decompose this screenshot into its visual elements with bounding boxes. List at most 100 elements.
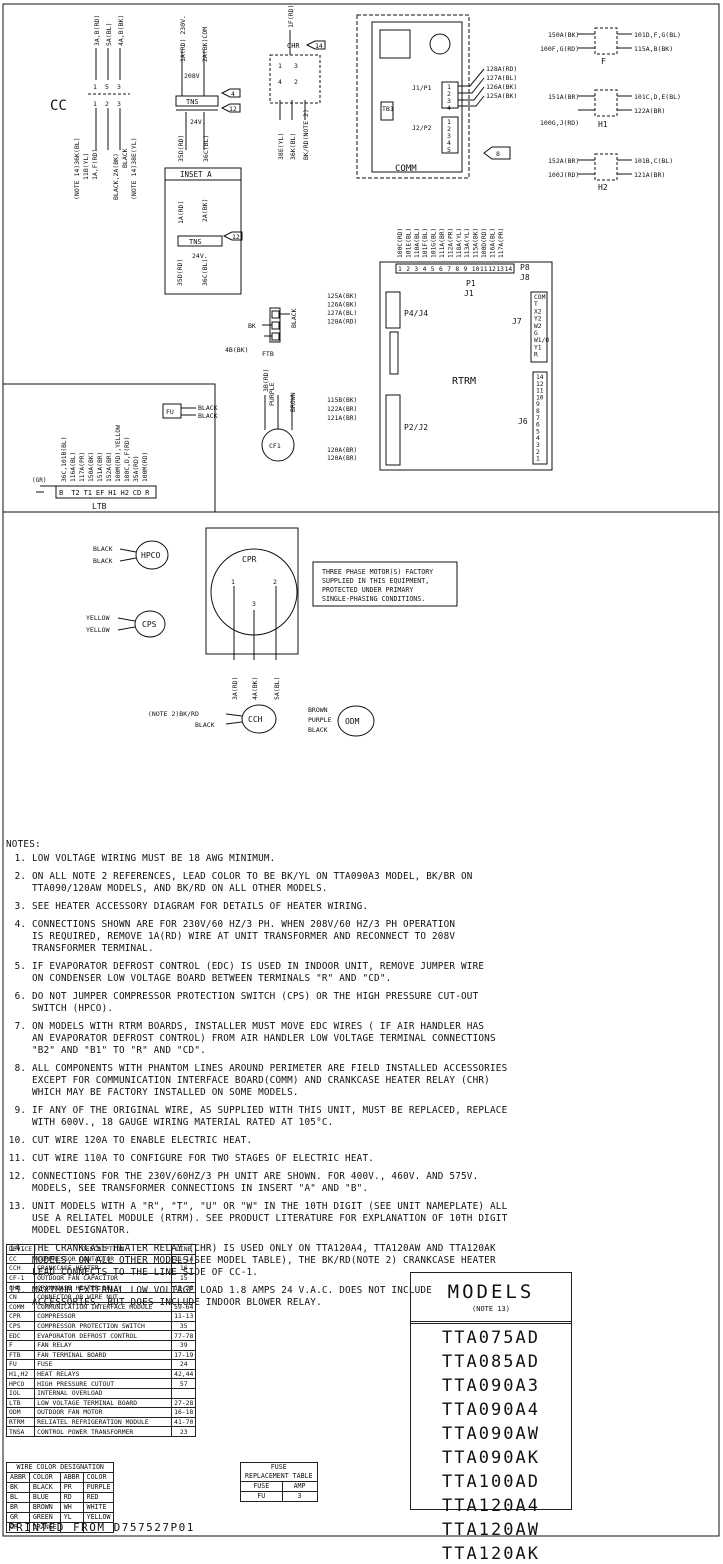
printed-from-footer: PRINTED FROM D757527P01 [8, 1521, 195, 1534]
svg-text:BLACK: BLACK [290, 308, 298, 328]
svg-text:115A,B(BK): 115A,B(BK) [634, 45, 673, 53]
models-title: MODELS [447, 1281, 535, 1303]
svg-text:100G,J(RD): 100G,J(RD) [540, 119, 579, 127]
cc-label: CC [50, 98, 67, 114]
svg-text:J8: J8 [520, 273, 530, 282]
device-table-cell: 16 [171, 1263, 197, 1274]
device-table-cell: 19-20 [171, 1282, 197, 1293]
device-table-cell: COMM [5, 1301, 36, 1313]
svg-text:H1: H1 [598, 120, 608, 129]
rtrm-j7-pin: Y2 [534, 316, 542, 323]
note-item: SEE HEATER ACCESSORY DIAGRAM FOR DETAILS… [32, 901, 714, 913]
svg-text:J7: J7 [512, 317, 522, 326]
rtrm-p2-wire: 120A(BR) [327, 455, 357, 462]
svg-text:2: 2 [447, 90, 451, 98]
ltb-wires: 36C,101B(BL)116A(BL)117A(PR)150A(BK)151A… [61, 425, 149, 482]
svg-text:125A(BK): 125A(BK) [486, 92, 517, 100]
rtrm-j6-pin: 14 [536, 374, 544, 381]
rtrm-top-pin: 4 [423, 266, 427, 273]
svg-text:4B(BK): 4B(BK) [225, 346, 248, 354]
svg-text:HPCO: HPCO [141, 551, 160, 560]
ltb-terminal: R [145, 489, 150, 497]
svg-text:151A(BR): 151A(BR) [548, 93, 579, 101]
rtrm-j6-pin: 12 [536, 381, 544, 388]
svg-text:J1: J1 [464, 289, 474, 298]
svg-text:208V: 208V [184, 72, 200, 80]
device-table-cell: OUTDOOR FAN CAPACITOR [34, 1272, 173, 1284]
rtrm-top-wire: 118A(YL) [456, 228, 463, 258]
device-table-cell: COMPRESSOR PROTECTION SWITCH [34, 1320, 173, 1332]
svg-text:4: 4 [231, 90, 235, 98]
device-table-cell: ODM [5, 1407, 36, 1418]
svg-text:2A(BK): 2A(BK) [201, 199, 209, 222]
ltb-wire: 100C,D,F(RD) [124, 437, 131, 483]
svg-text:BLACK: BLACK [93, 545, 113, 553]
wire-table-cell: WH [59, 1502, 84, 1513]
device-table-cell: COMMUNICATION INTERFACE MODULE [34, 1301, 173, 1313]
ltb-terminal: T1 [84, 489, 92, 497]
svg-text:TNS: TNS [189, 238, 202, 246]
device-table-cell: CHR [5, 1282, 36, 1293]
ltb-wire: 151A(BR) [97, 452, 104, 482]
model-item: TTA090A3 [442, 1376, 540, 1396]
svg-text:101D,F,G(BL): 101D,F,G(BL) [634, 31, 681, 39]
device-table-cell: COMPRESSOR [34, 1311, 173, 1322]
svg-text:1A,F(RD): 1A,F(RD) [91, 149, 99, 180]
svg-text:BROWN: BROWN [308, 706, 328, 714]
svg-text:4A,B(BK): 4A,B(BK) [117, 15, 125, 46]
svg-text:(NOTE 14)36K(BL): (NOTE 14)36K(BL) [73, 137, 81, 200]
ltb-wire: 117A(PR) [79, 452, 86, 482]
svg-text:ODM: ODM [345, 717, 360, 726]
device-table-cell: 11-14 [171, 1253, 197, 1265]
svg-text:128A(RD): 128A(RD) [486, 65, 517, 73]
rtrm-top-wire: 101G(BL) [431, 228, 438, 258]
svg-text:150A(BK): 150A(BK) [548, 31, 579, 39]
svg-text:4: 4 [447, 104, 451, 112]
fuse-table-cell: FU [240, 1491, 283, 1502]
device-table-cell: LOW VOLTAGE TERMINAL BOARD [34, 1397, 173, 1409]
note-item: CUT WIRE 110A TO CONFIGURE FOR TWO STAGE… [32, 1153, 714, 1165]
rtrm-j6-pin: 8 [536, 408, 540, 415]
svg-text:PROTECTED UNDER PRIMARY: PROTECTED UNDER PRIMARY [322, 586, 413, 594]
rtrm-j6-pin: 3 [536, 442, 540, 449]
svg-text:(GR): (GR) [32, 477, 46, 484]
rtrm-top-pin: 8 [455, 266, 459, 273]
svg-text:127A(BL): 127A(BL) [486, 74, 517, 82]
device-table-cell: FUSE [34, 1359, 173, 1370]
rtrm-j6-pin: 11 [536, 388, 544, 395]
svg-text:3: 3 [117, 100, 121, 108]
rtrm-j7-pin: COM [534, 294, 546, 301]
svg-text:36C(BL): 36C(BL) [201, 259, 209, 286]
rtrm-j6-pin: 4 [536, 435, 540, 442]
ltb-wire: 100M(RD),YELLOW [115, 425, 122, 482]
svg-text:H2: H2 [598, 183, 608, 192]
ltb-terminal: H1 [108, 489, 116, 497]
rtrm-j7-pin: X2 [534, 308, 542, 315]
device-table-cell: 17-19 [171, 1349, 197, 1361]
rtrm-top-pin: 12 [488, 266, 496, 273]
device-table-cell: 24 [171, 1359, 197, 1370]
svg-text:P8: P8 [520, 263, 530, 272]
fuse-fu: FU BLACK BLACK [162, 403, 218, 420]
wire-table-cell: BR [6, 1502, 30, 1513]
model-item: TTA120AK [442, 1544, 540, 1564]
svg-text:P2/J2: P2/J2 [404, 423, 428, 432]
svg-text:8: 8 [496, 150, 500, 158]
svg-text:14: 14 [315, 42, 323, 50]
svg-text:5: 5 [105, 83, 109, 91]
inset-a: INSET A 1A(RD) 2A(BK) TNS 24V. 35D(RD) 3… [164, 167, 243, 295]
svg-text:152A(BR): 152A(BR) [548, 157, 579, 165]
models-divider [411, 1321, 571, 1324]
device-table-cell: HIGH PRESSURE CUTOUT [34, 1378, 173, 1389]
